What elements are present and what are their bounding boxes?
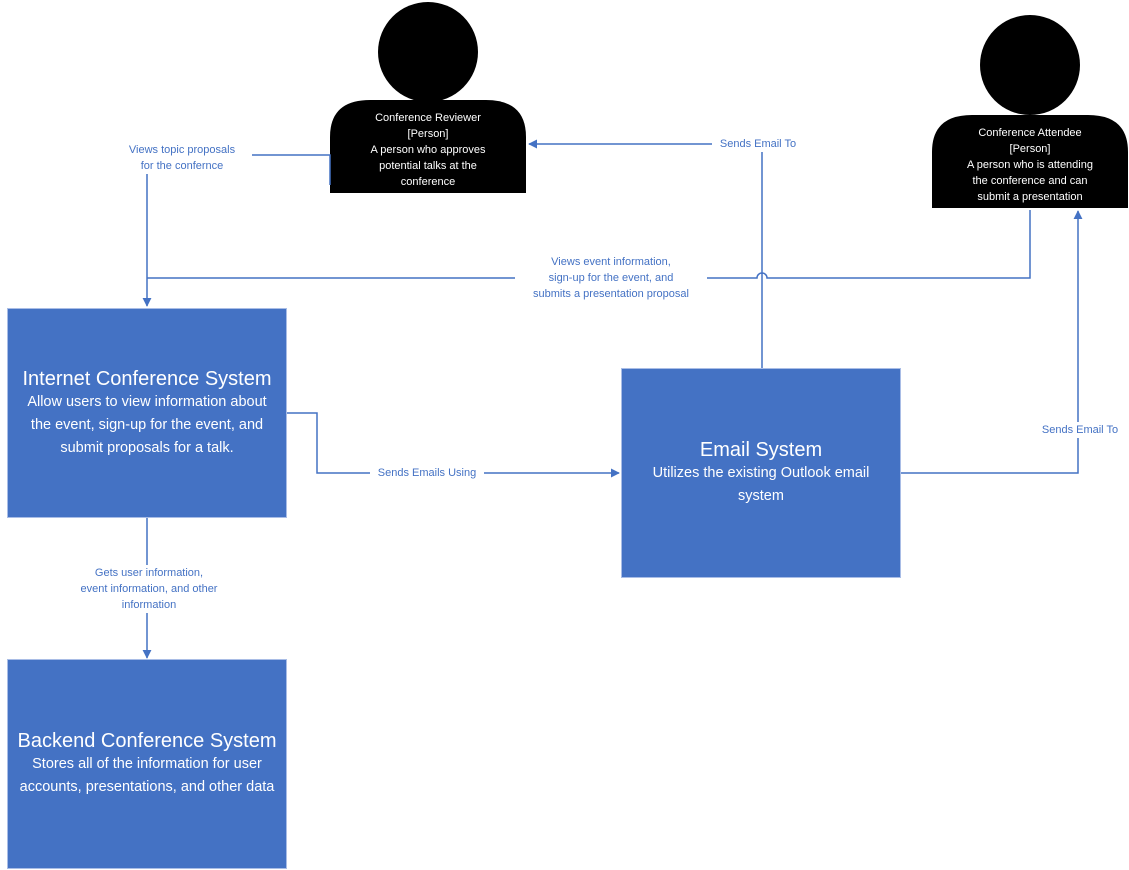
edge-label-line: Sends Email To	[1041, 424, 1119, 436]
edge-label-line: Views event information,	[551, 256, 671, 268]
edge-label-line: event information, and other	[80, 583, 218, 595]
internet-system-title: Internet Conference System	[22, 367, 272, 390]
edge-label-line: submits a presentation proposal	[533, 288, 689, 300]
email-system-title: Email System	[699, 439, 823, 461]
attendee-head-icon	[980, 15, 1080, 115]
internet-system-desc-1: Allow users to view information about	[27, 393, 267, 410]
edge-label-email-to-attendee: Sends Email To	[1034, 422, 1126, 438]
edge-label-email-to-reviewer: Sends Email To	[712, 136, 804, 152]
reviewer-type: [Person]	[407, 128, 449, 140]
edge-label-line: Views topic proposals	[128, 144, 236, 156]
email-system-desc-2: system	[738, 488, 784, 504]
edge-attendee-to-internet	[147, 210, 1031, 279]
system-internet-conference[interactable]: Internet Conference System Allow users t…	[7, 308, 287, 518]
attendee-label: Conference Attendee [Person] A person wh…	[937, 125, 1123, 205]
edge-label-line: Sends Emails Using	[377, 467, 477, 479]
edge-label-line: Gets user information,	[94, 567, 204, 579]
edge-label-internet-to-email: Sends Emails Using	[370, 465, 484, 481]
system-backend-conference[interactable]: Backend Conference System Stores all of …	[7, 659, 287, 869]
internet-system-desc-3: submit proposals for a talk.	[60, 439, 234, 456]
attendee-name: Conference Attendee	[978, 127, 1082, 139]
reviewer-desc-1: A person who approves	[370, 144, 486, 156]
backend-system-desc-2: accounts, presentations, and other data	[19, 779, 275, 795]
person-conference-reviewer[interactable]	[330, 2, 526, 193]
system-email[interactable]: Email System Utilizes the existing Outlo…	[621, 368, 901, 578]
edge-reviewer-to-internet	[142, 154, 331, 307]
reviewer-body-icon	[330, 100, 526, 193]
edge-label-attendee-views: Views event information, sign-up for the…	[515, 254, 707, 302]
edge-label-line: for the confernce	[140, 160, 224, 172]
reviewer-desc-2: potential talks at the	[379, 160, 477, 172]
attendee-type: [Person]	[1009, 143, 1051, 155]
reviewer-desc-3: conference	[400, 176, 456, 188]
email-system-desc-1: Utilizes the existing Outlook email	[652, 465, 870, 481]
person-conference-attendee[interactable]	[932, 15, 1128, 208]
edge-label-line: information	[121, 599, 177, 611]
reviewer-name: Conference Reviewer	[375, 112, 481, 124]
attendee-desc-2: the conference and can	[972, 175, 1088, 187]
backend-system-title: Backend Conference System	[17, 730, 277, 752]
edge-email-to-attendee	[901, 210, 1083, 474]
reviewer-label: Conference Reviewer [Person] A person wh…	[335, 110, 521, 190]
edge-label-internet-to-backend: Gets user information, event information…	[62, 565, 236, 613]
edge-internet-to-email	[287, 412, 620, 478]
edge-label-reviewer-views: Views topic proposals for the confernce	[112, 142, 252, 174]
edge-label-line: Sends Email To	[719, 138, 797, 150]
edge-label-line: sign-up for the event, and	[548, 272, 674, 284]
reviewer-head-icon	[378, 2, 478, 102]
attendee-desc-3: submit a presentation	[977, 191, 1083, 203]
internet-system-desc-2: the event, sign-up for the event, and	[30, 416, 264, 433]
backend-system-desc-1: Stores all of the information for user	[32, 756, 262, 772]
attendee-body-icon	[932, 115, 1128, 208]
attendee-desc-1: A person who is attending	[967, 159, 1093, 171]
